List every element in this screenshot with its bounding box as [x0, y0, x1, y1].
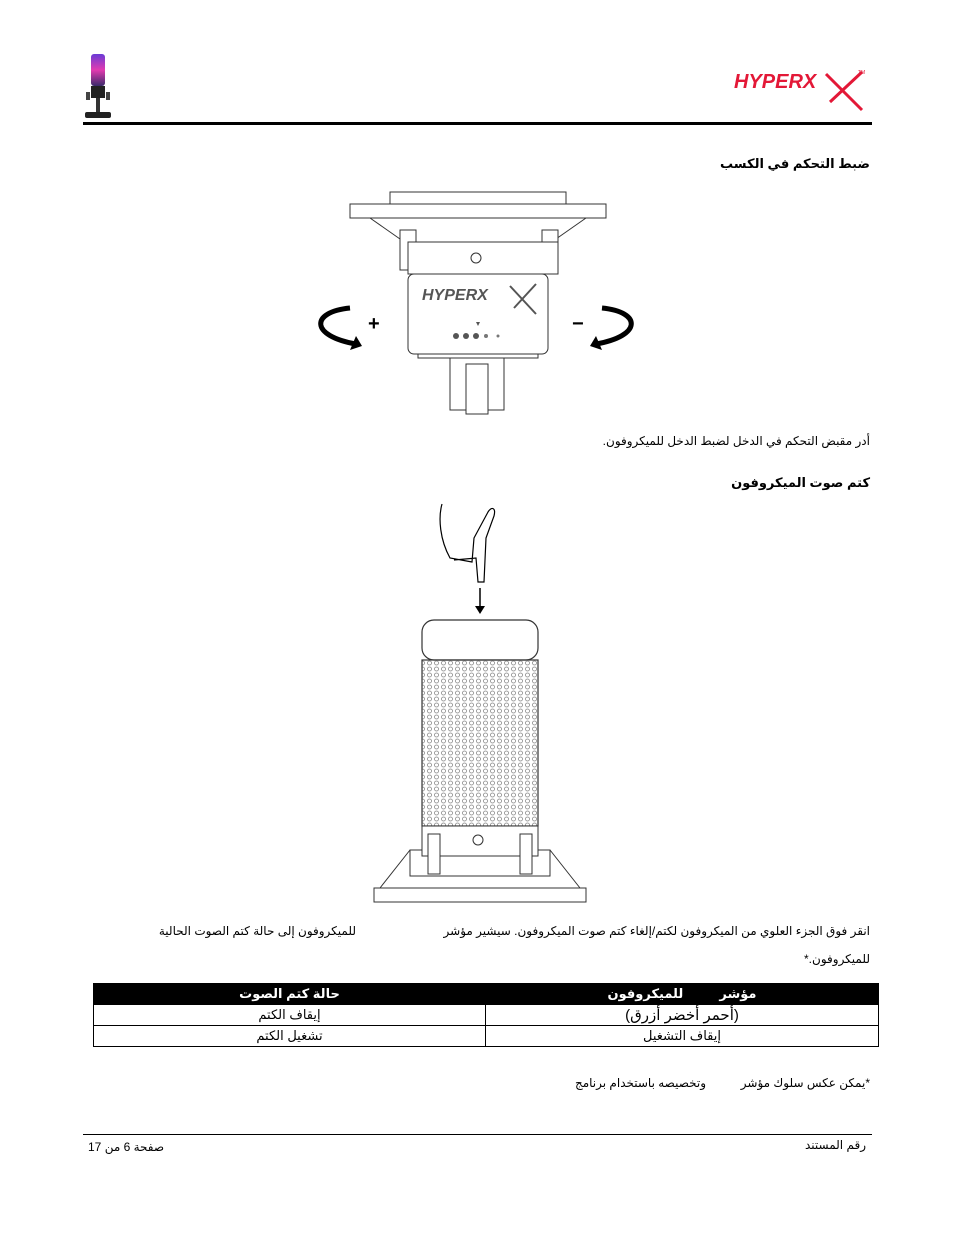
gain-knob-illustration: HYPERX + −: [310, 186, 650, 422]
indicator-column-header: مؤشر للميكروفون: [485, 983, 879, 1005]
product-microphone-icon: [83, 52, 113, 120]
logo-wordmark: HYPERX: [734, 71, 818, 93]
indicator-header-suffix: للميكروفون: [607, 986, 684, 1001]
mute-instruction-part2: للميكروفون إلى حالة كتم الصوت الحالية: [158, 924, 356, 938]
body-logo-text: HYPERX: [422, 287, 489, 304]
mute-instruction-part1: انقر فوق الجزء العلوي من الميكروفون لكتم…: [443, 924, 870, 938]
gain-plus-label: +: [368, 313, 380, 335]
mute-instruction-line2: للميكروفون.*: [804, 952, 870, 966]
note-part1: *يمكن عكس سلوك مؤشر: [740, 1076, 870, 1090]
indicator-header-word: مؤشر: [719, 986, 757, 1001]
mute-section-title: كتم صوت الميكروفون: [731, 475, 870, 490]
header-rule: [83, 122, 872, 125]
state-cell: إيقاف الكتم: [93, 1004, 486, 1026]
note-part2: وتخصيصه باستخدام برنامج: [574, 1076, 706, 1090]
footer-rule: [83, 1134, 872, 1135]
page-number: صفحة 6 من 17: [88, 1140, 165, 1154]
document-number-label: رقم المستند: [804, 1138, 866, 1152]
table-header-row: مؤشر للميكروفون حالة كتم الصوت: [93, 983, 879, 1005]
hyperx-logo: HYPERX TM: [734, 66, 866, 112]
logo-trademark: TM: [858, 70, 865, 76]
gain-minus-label: −: [572, 313, 584, 335]
gain-section-title: ضبط التحكم في الكسب: [720, 156, 870, 171]
indicator-cell: (أحمر أخضر أزرق): [485, 1004, 879, 1026]
tap-mic-illustration: [370, 498, 590, 908]
indicator-cell: إيقاف التشغيل: [485, 1025, 879, 1047]
mute-status-table: مؤشر للميكروفون حالة كتم الصوت (أحمر أخض…: [93, 983, 879, 1047]
state-cell: تشغيل الكتم: [93, 1025, 486, 1047]
gain-instruction: أدر مقبض التحكم في الدخل لضبط الدخل للمي…: [602, 434, 870, 448]
table-row: إيقاف التشغيل تشغيل الكتم: [93, 1025, 879, 1047]
state-column-header: حالة كتم الصوت: [93, 983, 486, 1005]
table-row: (أحمر أخضر أزرق) إيقاف الكتم: [93, 1004, 879, 1026]
